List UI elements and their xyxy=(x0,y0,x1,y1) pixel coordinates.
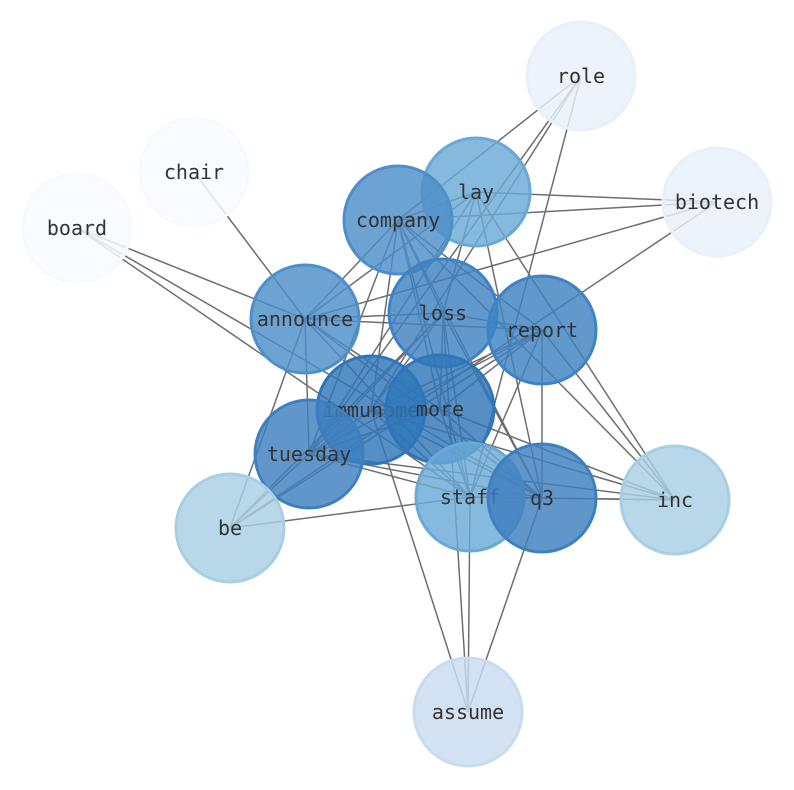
node-inc: inc xyxy=(619,444,731,556)
node-circle-role xyxy=(525,20,637,132)
node-circle-assume xyxy=(412,656,524,768)
node-label-loss: loss xyxy=(419,301,467,325)
node-label-board: board xyxy=(47,216,107,240)
node-label-company: company xyxy=(356,208,440,232)
node-circle-company xyxy=(342,164,454,276)
node-chair: chair xyxy=(138,116,250,228)
node-role: role xyxy=(525,20,637,132)
node-label-chair: chair xyxy=(164,160,224,184)
node-circle-announce xyxy=(249,263,361,375)
node-circle-inc xyxy=(619,444,731,556)
node-label-be: be xyxy=(218,516,242,540)
node-assume: assume xyxy=(412,656,524,768)
node-biotech: biotech xyxy=(661,146,773,258)
node-tuesday: tuesday xyxy=(253,398,365,510)
node-report: report xyxy=(486,274,598,386)
node-label-biotech: biotech xyxy=(675,190,759,214)
node-circle-be xyxy=(174,472,286,584)
node-label-report: report xyxy=(506,318,578,342)
node-circle-chair xyxy=(138,116,250,228)
node-label-inc: inc xyxy=(657,488,693,512)
node-circle-tuesday xyxy=(253,398,365,510)
edge-biotech-announce xyxy=(304,201,718,320)
node-announce: announce xyxy=(249,263,361,375)
node-label-announce: announce xyxy=(257,307,353,331)
node-label-tuesday: tuesday xyxy=(267,442,351,466)
node-board: board xyxy=(21,172,133,284)
node-circle-board xyxy=(21,172,133,284)
node-label-assume: assume xyxy=(432,700,504,724)
node-label-role: role xyxy=(557,64,605,88)
node-loss: loss xyxy=(387,257,499,369)
node-layer: role chair board biotech lay company announce l… xyxy=(21,20,773,768)
node-be: be xyxy=(174,472,286,584)
node-label-q3: q3 xyxy=(530,486,554,510)
node-company: company xyxy=(342,164,454,276)
node-more: more xyxy=(384,353,496,465)
node-label-lay: lay xyxy=(458,180,494,204)
node-circle-biotech xyxy=(661,146,773,258)
node-circle-report xyxy=(486,274,598,386)
node-label-more: more xyxy=(416,397,464,421)
node-q3: q3 xyxy=(486,442,598,554)
node-circle-q3 xyxy=(486,442,598,554)
